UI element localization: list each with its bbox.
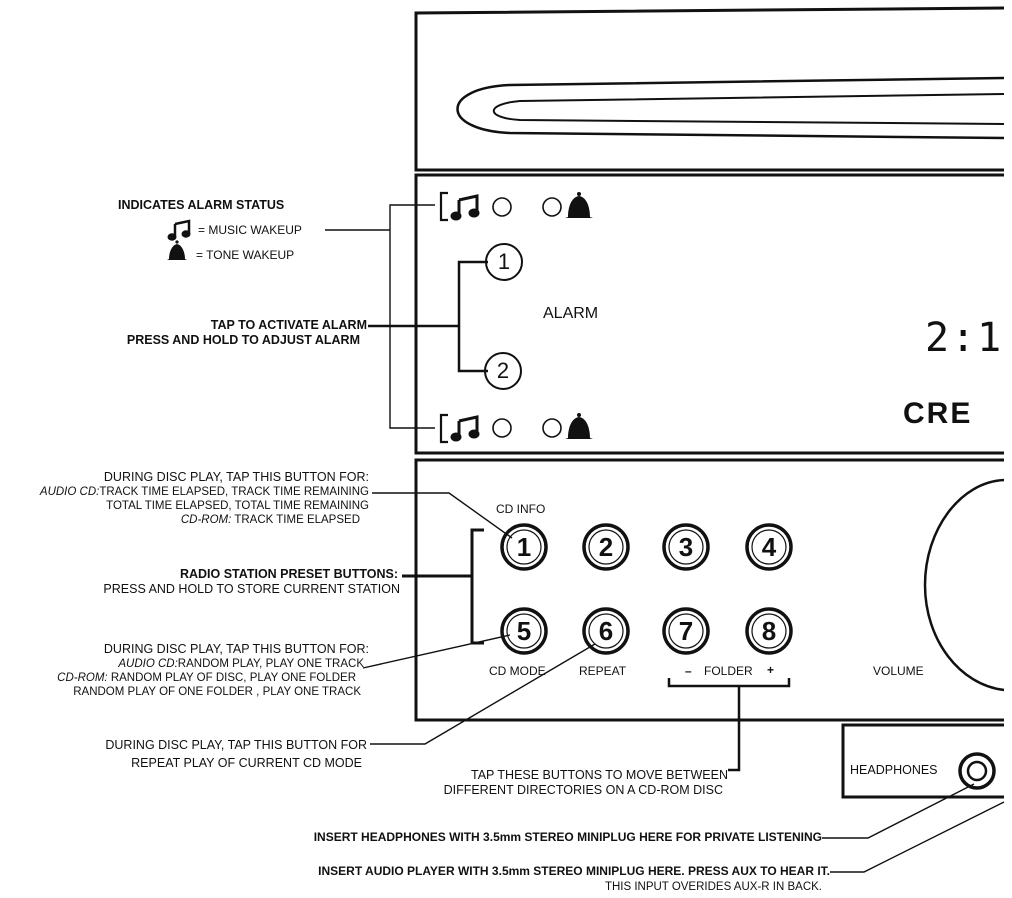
cd-mode-button-label: CD MODE [489, 664, 546, 678]
display-panel [414, 173, 1004, 455]
headphones-label: HEADPHONES [850, 763, 938, 777]
alarm-status-indicators-top [439, 191, 562, 222]
alarm-status-title: INDICATES ALARM STATUS [118, 198, 285, 212]
cd-mode-line2: AUDIO CD:RANDOM PLAY, PLAY ONE TRACK [118, 658, 364, 670]
preset-button-2[interactable]: 2 [598, 532, 614, 562]
volume-knob [923, 478, 1005, 692]
music-note-icon [167, 219, 191, 241]
preset-button-5[interactable]: 5 [516, 616, 532, 646]
preset-button-4[interactable]: 4 [761, 532, 777, 562]
presets-title: RADIO STATION PRESET BUTTONS: [179, 567, 398, 581]
bell-icon [565, 192, 593, 218]
alarm-2-button[interactable]: 2 [496, 358, 510, 383]
cd-info-line2: AUDIO CD:TRACK TIME ELAPSED, TRACK TIME … [39, 486, 369, 498]
folder-line2: DIFFERENT DIRECTORIES ON A CD-ROM DISC [443, 783, 723, 797]
brand-logo: CRE [903, 397, 973, 430]
callout-lines [325, 204, 1005, 873]
preset-button-7[interactable]: 7 [678, 616, 694, 646]
aux-note: INSERT AUDIO PLAYER WITH 3.5mm STEREO MI… [318, 864, 830, 878]
headphone-jack [958, 752, 996, 790]
headphones-panel [841, 723, 1004, 799]
cd-slot [456, 76, 1005, 140]
volume-label: VOLUME [873, 664, 924, 678]
cd-info-line1: DURING DISC PLAY, TAP THIS BUTTON FOR: [103, 470, 369, 484]
cd-info-line3: TOTAL TIME ELAPSED, TOTAL TIME REMAINING [106, 500, 369, 512]
preset-button-3[interactable]: 3 [678, 532, 694, 562]
cd-slot-panel [414, 6, 1005, 172]
cd-info-button-label: CD INFO [496, 502, 546, 516]
bell-icon [565, 413, 593, 439]
folder-minus-label: – [685, 664, 692, 678]
aux-sub-note: THIS INPUT OVERIDES AUX-R IN BACK. [604, 881, 822, 893]
folder-label: FOLDER [704, 664, 753, 678]
folder-plus-label: + [767, 663, 775, 677]
preset-button-1[interactable]: 1 [516, 532, 532, 562]
bell-icon [167, 240, 187, 260]
repeat-line2: REPEAT PLAY OF CURRENT CD MODE [131, 756, 362, 770]
folder-line1: TAP THESE BUTTONS TO MOVE BETWEEN [471, 768, 728, 782]
alarm-1-button[interactable]: 1 [497, 249, 511, 274]
presets-subtitle: PRESS AND HOLD TO STORE CURRENT STATION [103, 582, 400, 596]
tone-wakeup-label: = TONE WAKEUP [196, 248, 295, 262]
button-panel [414, 458, 1004, 722]
repeat-line1: DURING DISC PLAY, TAP THIS BUTTON FOR [105, 738, 367, 752]
preset-button-rings [500, 523, 793, 655]
music-note-icon [450, 194, 480, 221]
repeat-button-label: REPEAT [579, 664, 627, 678]
alarm-panel-label: ALARM [543, 305, 599, 322]
preset-button-6[interactable]: 6 [598, 616, 614, 646]
cd-mode-line3: CD-ROM: RANDOM PLAY OF DISC, PLAY ONE FO… [57, 672, 356, 684]
clock-display: 2:1 [925, 315, 1004, 361]
alarm-status-indicators-bottom [439, 413, 562, 444]
music-note-icon [450, 415, 480, 442]
cd-mode-line4: RANDOM PLAY OF ONE FOLDER , PLAY ONE TRA… [73, 686, 361, 698]
alarm-tap-label: TAP TO ACTIVATE ALARM [210, 318, 367, 332]
preset-button-8[interactable]: 8 [761, 616, 777, 646]
alarm-hold-label: PRESS AND HOLD TO ADJUST ALARM [126, 333, 360, 347]
cd-info-line4: CD-ROM: TRACK TIME ELAPSED [180, 514, 360, 526]
cd-mode-line1: DURING DISC PLAY, TAP THIS BUTTON FOR: [103, 642, 369, 656]
music-wakeup-label: = MUSIC WAKEUP [198, 223, 302, 237]
headphones-note: INSERT HEADPHONES WITH 3.5mm STEREO MINI… [313, 830, 822, 844]
